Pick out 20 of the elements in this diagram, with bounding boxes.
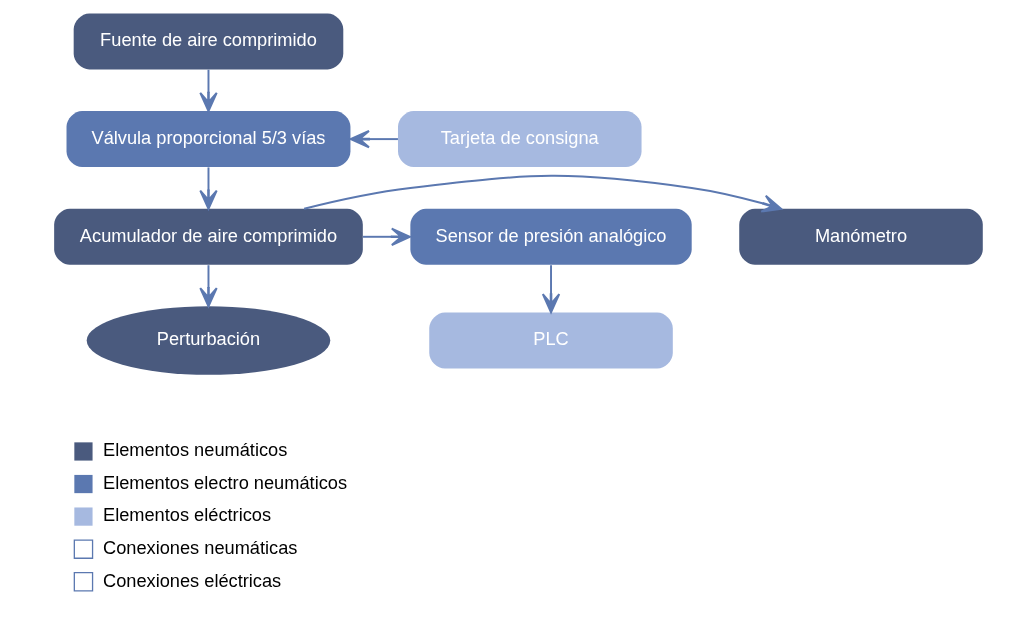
arrow [349, 129, 399, 149]
node-box: PLC [428, 312, 673, 369]
arrow [361, 227, 411, 246]
legend-label: Elementos eléctricos [102, 504, 271, 526]
node-box: Manómetro [738, 208, 983, 265]
legend-label: Conexiones eléctricas [102, 569, 281, 591]
arrow [198, 264, 218, 308]
legend-label: Conexiones neumáticas [102, 536, 297, 558]
arrow [302, 174, 782, 213]
node-box: Sensor de presión analógico [409, 208, 692, 265]
node-ellipse: Perturbación [86, 306, 330, 375]
legend-label: Elementos electro neumáticos [102, 471, 347, 493]
node-box: Fuente de aire comprimido [73, 13, 343, 70]
legend-label: Elementos neumáticos [102, 439, 287, 461]
arrow [541, 264, 560, 314]
node-box: Acumulador de aire comprimido [53, 208, 363, 265]
node-box: Tarjeta de consigna [397, 111, 642, 168]
arrow [198, 166, 218, 210]
node-box: Válvula proporcional 5/3 vías [66, 111, 350, 168]
arrow [198, 68, 218, 113]
